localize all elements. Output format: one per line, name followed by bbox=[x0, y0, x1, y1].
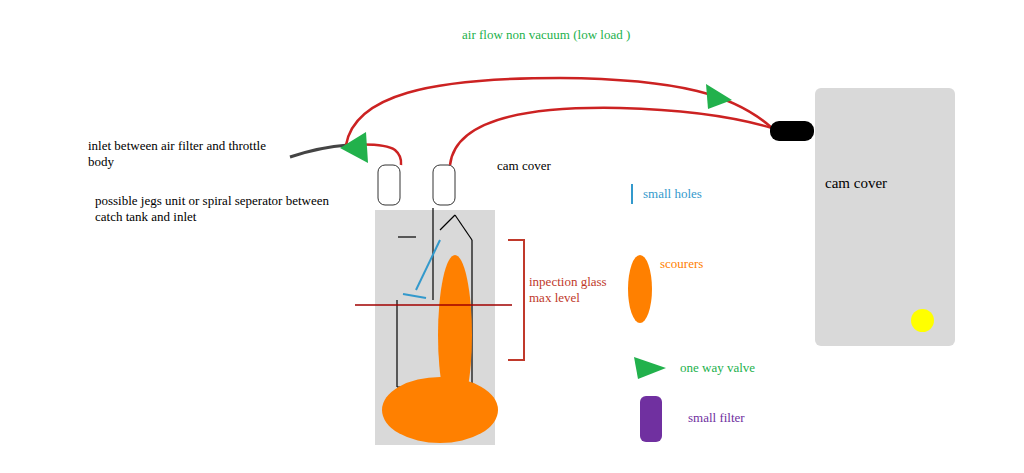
node-text: cam cover bbox=[825, 174, 887, 192]
legend-line-sample bbox=[631, 184, 633, 204]
legend-text: small holes bbox=[643, 186, 702, 202]
legend-swatch bbox=[628, 255, 652, 323]
cam-cover-box: cam cover bbox=[815, 88, 955, 346]
inlet-hose bbox=[290, 145, 348, 157]
inspection-label: inpection glass max level bbox=[529, 274, 627, 306]
legend-text: one way valve bbox=[680, 360, 755, 376]
small-holes bbox=[403, 294, 426, 298]
legend-swatch bbox=[634, 357, 666, 379]
hose-fitting bbox=[770, 121, 814, 141]
yellow-dot bbox=[911, 309, 934, 332]
one-way-valve bbox=[706, 84, 732, 109]
one-way-valve bbox=[340, 132, 368, 163]
breather-hose bbox=[450, 108, 772, 165]
title: air flow non vacuum (low load ) bbox=[462, 27, 630, 43]
small-holes bbox=[416, 240, 440, 290]
cam-cover-fitting bbox=[433, 165, 455, 205]
note-label: possible jegs unit or spiral seperator b… bbox=[95, 193, 335, 225]
breather-hose bbox=[346, 78, 772, 145]
max-level-line bbox=[355, 304, 512, 306]
legend-text: scourers bbox=[660, 256, 703, 272]
bracket bbox=[508, 240, 524, 360]
fitting-label: cam cover bbox=[497, 158, 551, 174]
inlet-fitting bbox=[378, 165, 400, 205]
inlet-label: inlet between air filter and throttle bo… bbox=[88, 138, 268, 170]
scourer bbox=[382, 377, 498, 443]
legend-text: small filter bbox=[688, 410, 745, 426]
legend-swatch bbox=[640, 396, 662, 442]
